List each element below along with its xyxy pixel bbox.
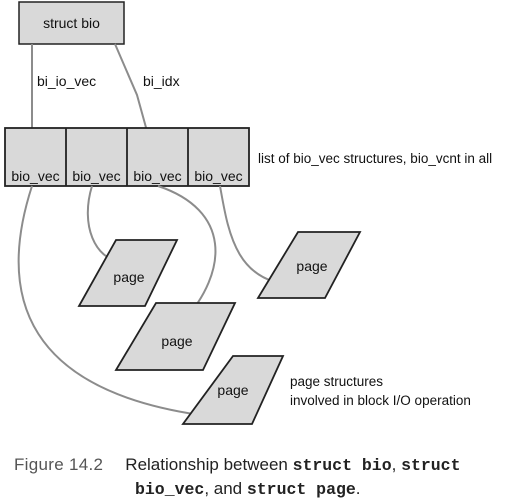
bio-structures-diagram: struct bio bi_io_vec bi_idx bio_vec bio_… bbox=[4, 1, 492, 425]
bio-vec-cell: bio_vec bbox=[72, 168, 120, 184]
bio-vec-cell: bio_vec bbox=[133, 168, 181, 184]
struct-bio-node: struct bio bbox=[18, 1, 125, 45]
page-node: page bbox=[77, 239, 179, 307]
caption-text: , and bbox=[204, 479, 247, 498]
bio-vec-cell: bio_vec bbox=[11, 168, 59, 184]
caption-code: struct bio bbox=[292, 456, 392, 475]
page-label: page bbox=[217, 382, 248, 398]
caption-text: . bbox=[355, 479, 361, 498]
bio-vec-1-to-page-arrow bbox=[17, 185, 202, 419]
bio-vec-array: bio_vec bio_vec bio_vec bio_vec bbox=[4, 127, 250, 187]
bio-vec-note: list of bio_vec structures, bio_vcnt in … bbox=[258, 151, 492, 166]
page-note-line2: involved in block I/O operation bbox=[290, 393, 471, 408]
caption-code: struct bbox=[401, 456, 461, 475]
page-node: page bbox=[114, 302, 237, 371]
caption-code: bio_vec bbox=[135, 480, 205, 499]
caption-code: struct page bbox=[246, 480, 356, 499]
struct-bio-label: struct bio bbox=[43, 15, 100, 31]
page-node: page bbox=[256, 231, 362, 299]
figure-number: Figure 14.2 bbox=[14, 455, 104, 474]
bio-vec-cell: bio_vec bbox=[194, 168, 242, 184]
caption-text: , bbox=[391, 455, 402, 474]
page-label: page bbox=[161, 333, 192, 349]
page-note-line1: page structures bbox=[290, 374, 383, 389]
bi-idx-label: bi_idx bbox=[143, 73, 180, 89]
page-node: page bbox=[181, 355, 285, 425]
page-label: page bbox=[113, 269, 144, 285]
caption-text: Relationship between bbox=[125, 455, 293, 474]
page-label: page bbox=[296, 258, 327, 274]
bi-io-vec-label: bi_io_vec bbox=[37, 73, 96, 89]
